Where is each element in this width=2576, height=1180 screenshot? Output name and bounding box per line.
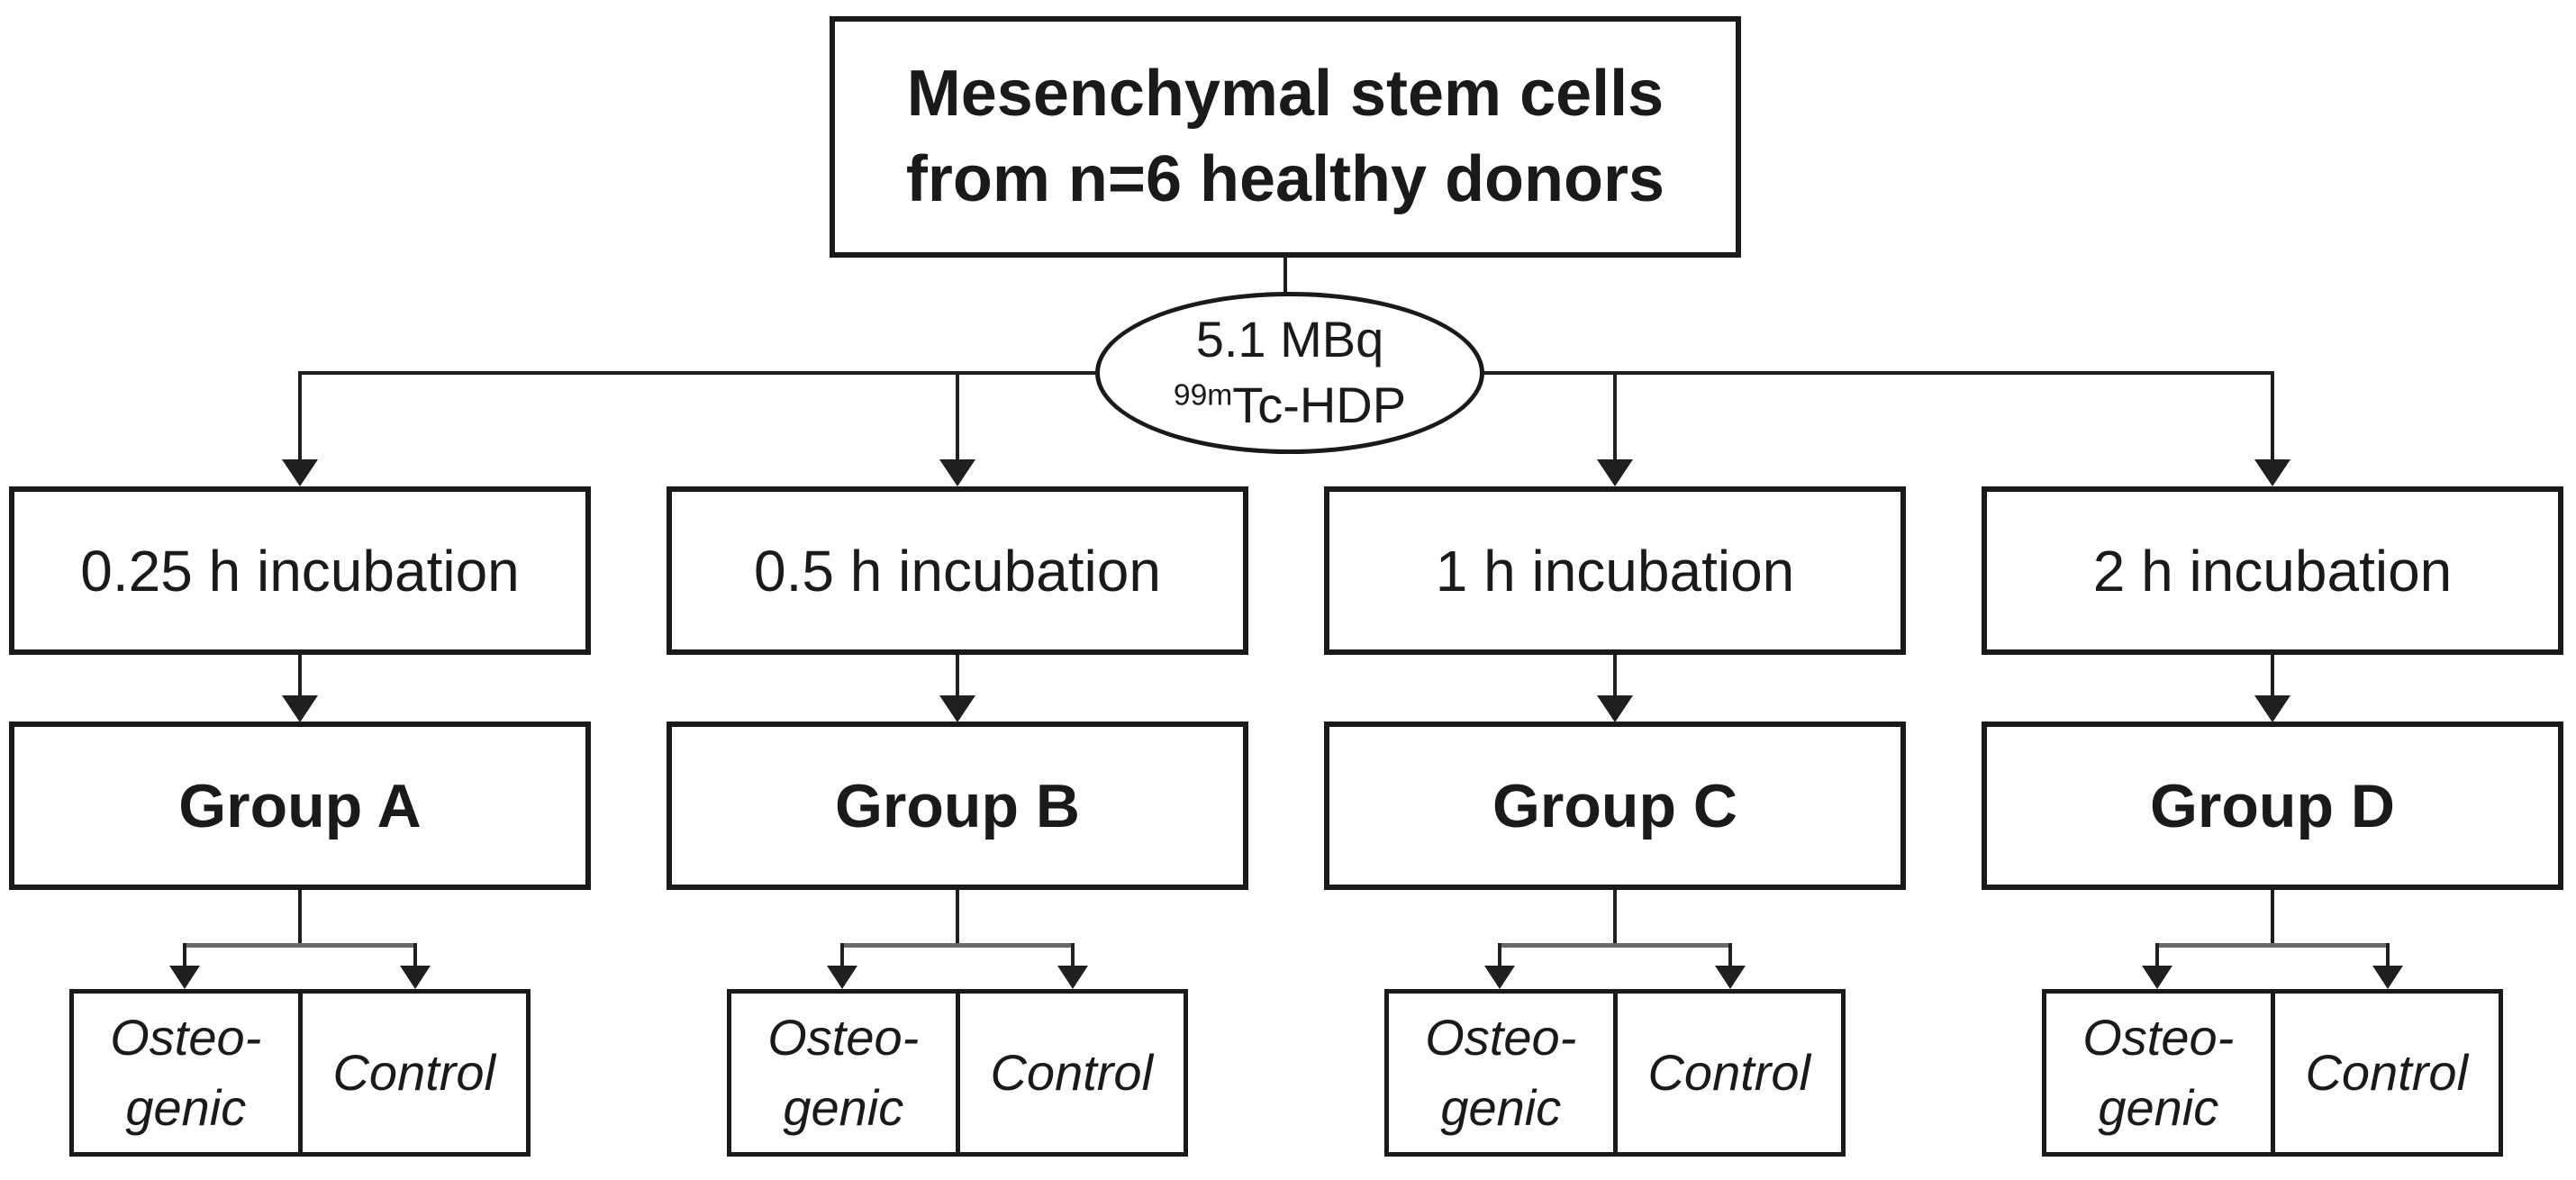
- arrow-down-icon-col4-control: [2372, 966, 2403, 989]
- connector-incubation-group-col1: [298, 655, 302, 697]
- arrow-down-icon-col2-control: [1057, 966, 1088, 989]
- branch-drop-col3: [1613, 371, 1617, 461]
- tracer-isotope-superscript: 99m: [1173, 378, 1233, 413]
- connector-incubation-group-col3: [1613, 655, 1617, 697]
- arrow-down-icon-col2-group: [939, 695, 975, 722]
- arrow-down-icon-col1-group: [282, 695, 318, 722]
- tracer-ellipse: 5.1 MBq 99mTc-HDP: [1095, 292, 1484, 454]
- root-label-line2: from n=6 healthy donors: [905, 143, 1665, 215]
- incubation-label-col4: 2 h incubation: [2092, 538, 2453, 604]
- arrow-down-icon-col1-incubation: [282, 459, 318, 486]
- arrow-down-icon-col3-group: [1597, 695, 1633, 722]
- split-bar-col1: [183, 943, 417, 948]
- split-bar-col2: [840, 943, 1075, 948]
- arm-osteogenic-col1: Osteo- genic: [74, 994, 303, 1152]
- split-stem-col4: [2271, 890, 2274, 945]
- arm-osteogenic-line1-col1: Osteo-: [110, 1008, 262, 1066]
- group-label-col3: Group C: [1492, 771, 1737, 840]
- group-label-col1: Group A: [178, 771, 422, 840]
- arrow-down-icon-col2-incubation: [939, 459, 975, 486]
- connector-root-tracer: [1283, 256, 1287, 294]
- branch-drop-col4: [2271, 371, 2274, 461]
- arm-control-label-col1: Control: [332, 1043, 496, 1101]
- arms-node-col1: Osteo- genic Control: [69, 989, 531, 1157]
- split-drop-right-col1: [413, 943, 417, 967]
- arm-osteogenic-col2: Osteo- genic: [731, 994, 960, 1152]
- arrow-down-icon-col4-group: [2254, 695, 2290, 722]
- arrow-down-icon-col1-control: [400, 966, 431, 989]
- split-drop-right-col2: [1071, 943, 1075, 967]
- split-stem-col1: [298, 890, 302, 945]
- arm-control-col4: Control: [2275, 994, 2499, 1152]
- arrow-down-icon-col1-osteogenic: [169, 966, 200, 989]
- split-drop-left-col1: [183, 943, 186, 967]
- split-drop-right-col4: [2386, 943, 2390, 967]
- arrow-down-icon-col2-osteogenic: [827, 966, 857, 989]
- arrow-down-icon-col3-incubation: [1597, 459, 1633, 486]
- arm-osteogenic-col3: Osteo- genic: [1389, 994, 1618, 1152]
- arm-osteogenic-line2-col1: genic: [125, 1079, 247, 1136]
- group-node-col4: Group D: [1982, 722, 2563, 890]
- incubation-label-col2: 0.5 h incubation: [754, 538, 1161, 604]
- arm-osteogenic-col4: Osteo- genic: [2046, 994, 2275, 1152]
- group-node-col2: Group B: [667, 722, 1248, 890]
- root-label-line1: Mesenchymal stem cells: [906, 57, 1664, 130]
- arrow-down-icon-col4-incubation: [2254, 459, 2290, 486]
- arm-control-col1: Control: [303, 994, 527, 1152]
- group-node-col3: Group C: [1324, 722, 1906, 890]
- group-label-col4: Group D: [2150, 771, 2395, 840]
- split-bar-col4: [2155, 943, 2390, 948]
- arm-control-label-col3: Control: [1647, 1043, 1811, 1101]
- tracer-isotope: 99mTc-HDP: [1174, 373, 1406, 439]
- arms-node-col4: Osteo- genic Control: [2042, 989, 2503, 1157]
- split-drop-left-col4: [2155, 943, 2159, 967]
- incubation-node-col1: 0.25 h incubation: [9, 486, 591, 655]
- tracer-isotope-name: Tc-HDP: [1232, 377, 1407, 433]
- connector-incubation-group-col2: [956, 655, 959, 697]
- incubation-node-col3: 1 h incubation: [1324, 486, 1906, 655]
- arrow-down-icon-col4-osteogenic: [2142, 966, 2172, 989]
- arm-osteogenic-line1-col4: Osteo-: [2082, 1008, 2235, 1066]
- arrow-down-icon-col3-control: [1715, 966, 1746, 989]
- arm-control-label-col2: Control: [990, 1043, 1154, 1101]
- connector-incubation-group-col4: [2271, 655, 2274, 697]
- group-label-col2: Group B: [835, 771, 1080, 840]
- incubation-label-col1: 0.25 h incubation: [80, 538, 520, 604]
- incubation-label-col3: 1 h incubation: [1435, 538, 1795, 604]
- arrow-down-icon-col3-osteogenic: [1484, 966, 1515, 989]
- arm-control-label-col4: Control: [2305, 1043, 2469, 1101]
- split-drop-left-col2: [840, 943, 844, 967]
- incubation-node-col4: 2 h incubation: [1982, 486, 2563, 655]
- group-node-col1: Group A: [9, 722, 591, 890]
- split-drop-right-col3: [1728, 943, 1732, 967]
- branch-drop-col2: [956, 371, 959, 461]
- arm-control-col2: Control: [960, 994, 1184, 1152]
- arm-osteogenic-line2-col4: genic: [2098, 1079, 2219, 1136]
- arm-osteogenic-line1-col3: Osteo-: [1425, 1008, 1577, 1066]
- arm-osteogenic-line2-col2: genic: [783, 1079, 904, 1136]
- arm-osteogenic-line2-col3: genic: [1440, 1079, 1562, 1136]
- split-stem-col2: [956, 890, 959, 945]
- split-bar-col3: [1498, 943, 1732, 948]
- root-node: Mesenchymal stem cells from n=6 healthy …: [830, 16, 1741, 258]
- split-drop-left-col3: [1498, 943, 1501, 967]
- arms-node-col3: Osteo- genic Control: [1384, 989, 1846, 1157]
- branch-drop-col1: [298, 371, 302, 461]
- split-stem-col3: [1613, 890, 1617, 945]
- arm-osteogenic-line1-col2: Osteo-: [767, 1008, 920, 1066]
- arms-node-col2: Osteo- genic Control: [727, 989, 1188, 1157]
- arm-control-col3: Control: [1618, 994, 1842, 1152]
- tracer-activity: 5.1 MBq: [1195, 311, 1384, 368]
- incubation-node-col2: 0.5 h incubation: [667, 486, 1248, 655]
